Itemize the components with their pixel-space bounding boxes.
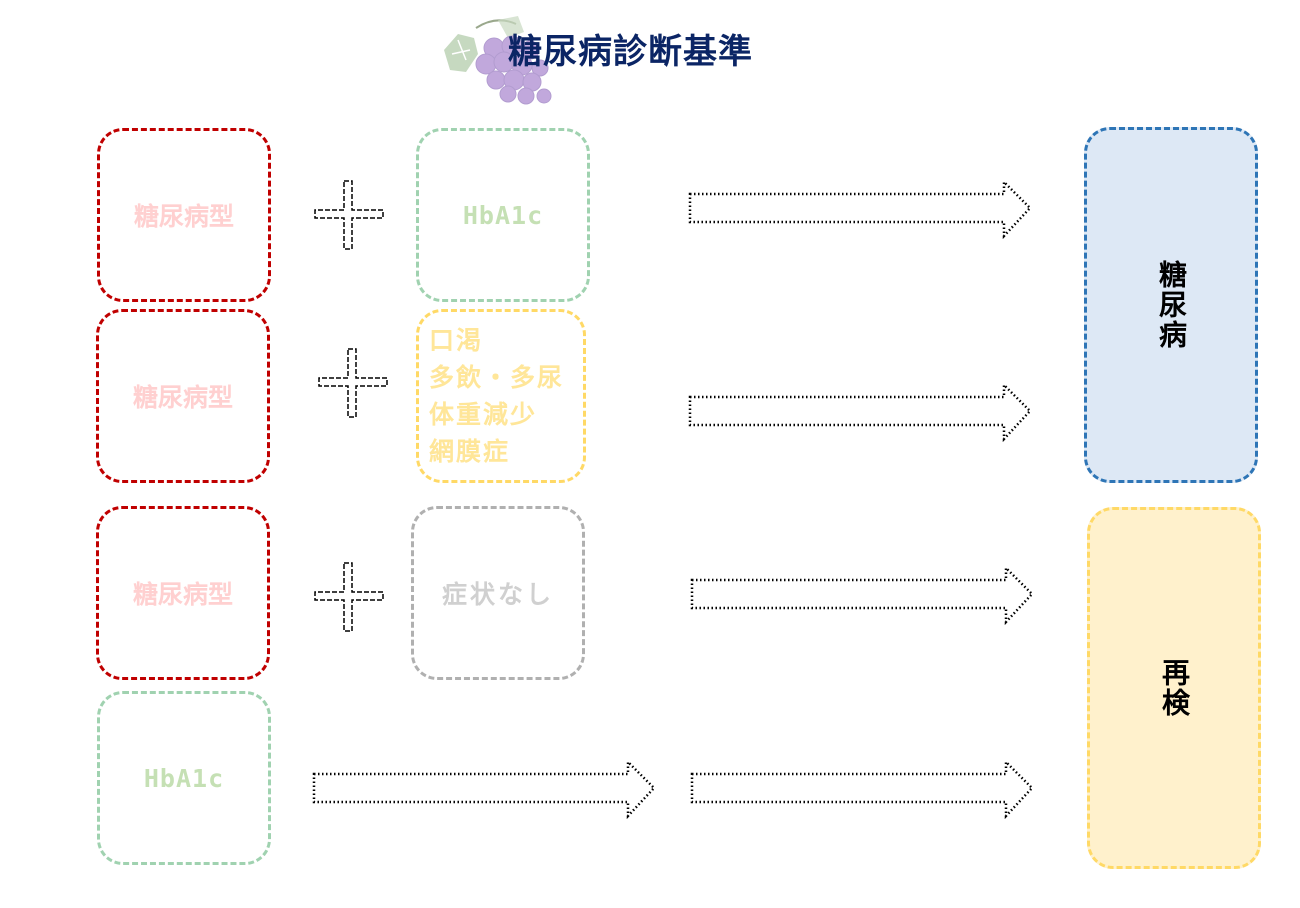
condition-box-row3: 糖尿病型 — [96, 506, 270, 680]
condition-box-row2: 糖尿病型 — [96, 309, 270, 483]
hba1c-label: HbA1c — [462, 200, 544, 230]
no-symptoms-box: 症状なし — [411, 506, 585, 680]
condition-label: 糖尿病型 — [133, 202, 234, 231]
hba1c-box-row4: HbA1c — [97, 691, 271, 865]
right-arrow-icon — [688, 178, 1032, 240]
condition-label: 糖尿病型 — [132, 383, 233, 412]
right-arrow-icon — [690, 564, 1034, 626]
symptoms-list: 口渇 多飲・多尿 体重減少 網膜症 — [429, 322, 564, 470]
right-arrow-icon — [688, 381, 1032, 443]
symptoms-box: 口渇 多飲・多尿 体重減少 網膜症 — [416, 309, 586, 483]
hba1c-label: HbA1c — [143, 763, 225, 793]
diabetes-result-box: 糖尿病 — [1084, 127, 1258, 483]
right-arrow-icon — [690, 758, 1034, 820]
symptom-item: 多飲・多尿 — [429, 363, 565, 392]
hba1c-box-row1: HbA1c — [416, 128, 590, 302]
condition-box-row1: 糖尿病型 — [97, 128, 271, 302]
symptom-item: 網膜症 — [429, 437, 511, 466]
plus-icon — [314, 562, 384, 632]
right-arrow-icon — [312, 758, 656, 820]
symptom-item: 体重減少 — [429, 400, 538, 429]
retest-result-label: 再検 — [1158, 658, 1191, 718]
condition-label: 糖尿病型 — [132, 580, 233, 609]
retest-result-box: 再検 — [1087, 507, 1261, 869]
plus-icon — [314, 180, 384, 250]
page-title: 糖尿病診断基準 — [508, 32, 753, 72]
symptom-item: 口渇 — [429, 326, 484, 355]
grape-icon — [444, 16, 552, 105]
no-symptoms-label: 症状なし — [441, 580, 554, 609]
plus-icon — [318, 348, 388, 418]
diabetes-result-label: 糖尿病 — [1155, 260, 1188, 350]
